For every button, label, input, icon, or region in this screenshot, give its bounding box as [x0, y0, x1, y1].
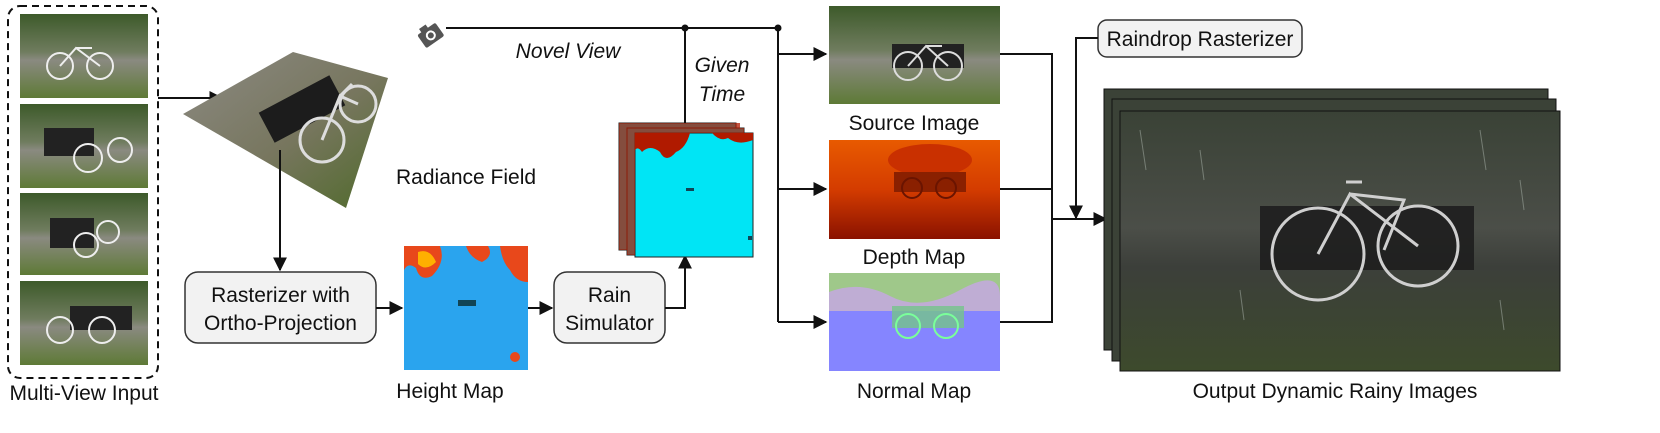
source-image-label: Source Image [849, 112, 980, 135]
radiance-field-image [183, 52, 388, 208]
arrow-raindrop-to-merge [1069, 37, 1098, 220]
output-image-stack [1103, 88, 1561, 372]
rain-state-stack [618, 122, 754, 258]
input-view-4 [20, 281, 148, 365]
normal-map-image [829, 273, 1000, 371]
normal-map-label: Normal Map [857, 380, 971, 403]
input-view-2 [20, 104, 148, 188]
novel-view-label: Novel View [516, 40, 622, 63]
rain-simulator-label-line2: Simulator [565, 312, 654, 335]
rain-simulator-label-line1: Rain [588, 284, 631, 307]
height-map-label: Height Map [396, 380, 503, 403]
height-map-image [404, 246, 528, 370]
source-image [829, 6, 1000, 104]
depth-map-image [829, 140, 1000, 239]
rasterizer-label-line2: Ortho-Projection [204, 312, 357, 335]
input-view-3 [20, 193, 148, 275]
input-view-1 [20, 14, 148, 98]
multi-view-input-frame [7, 5, 159, 379]
raindrop-rasterizer-label: Raindrop Rasterizer [1107, 28, 1294, 51]
output-label: Output Dynamic Rainy Images [1193, 380, 1478, 403]
camera-icon [418, 23, 444, 48]
multi-view-input-label: Multi-View Input [9, 382, 158, 405]
radiance-field-label: Radiance Field [396, 166, 536, 189]
given-time-label-line1: Given [695, 54, 750, 77]
arrow-simulator-to-rain-state [665, 254, 692, 309]
depth-map-label: Depth Map [863, 246, 966, 269]
given-time-label-line2: Time [699, 83, 745, 106]
rasterizer-label-line1: Rasterizer with [211, 284, 350, 307]
